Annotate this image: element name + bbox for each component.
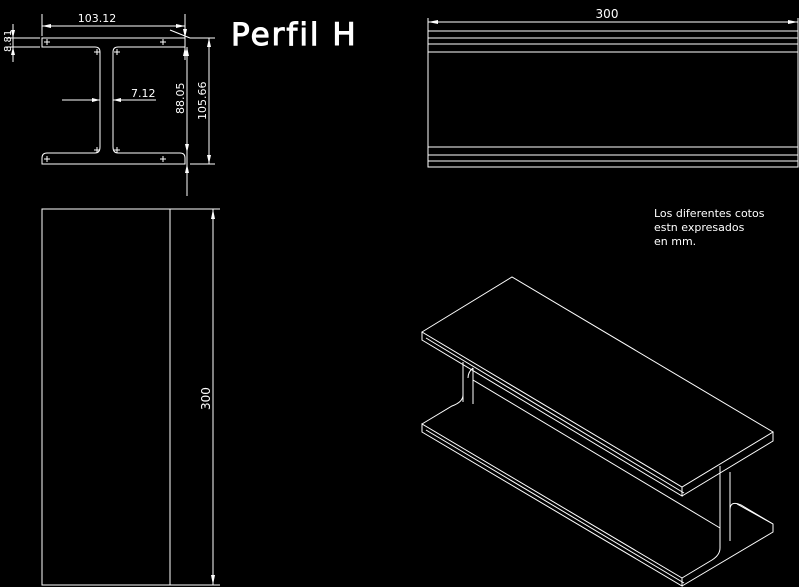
dim-overall-height: 105.66: [190, 37, 215, 165]
note-line-1: Los diferentes cotos: [654, 207, 765, 220]
section-markers: [44, 39, 166, 162]
drawing-title: Perfil H: [231, 17, 358, 53]
dim-flange-thickness-label: 8.81: [3, 30, 14, 52]
dim-web-thickness: 7.12: [62, 87, 156, 102]
dim-plan-length-label: 300: [596, 7, 619, 21]
plan-view: 300: [41, 208, 220, 586]
dim-overall-height-label: 105.66: [196, 82, 209, 121]
dim-top-width: 103.12: [41, 12, 186, 36]
dim-side-length-label: 300: [199, 387, 213, 410]
h-cross-section: 103.12 8.81 7.12: [3, 12, 215, 196]
units-note: Los diferentes cotos estn expresados en …: [654, 207, 765, 248]
isometric-view: [421, 276, 774, 587]
note-line-3: en mm.: [654, 235, 696, 248]
dim-inner-height-label: 88.05: [174, 83, 187, 115]
dim-flange-thickness: 8.81: [3, 24, 40, 62]
dim-top-width-label: 103.12: [78, 12, 117, 25]
dim-web-thickness-label: 7.12: [131, 87, 156, 100]
dim-inner-height: 88.05: [174, 47, 189, 196]
note-line-2: estn expresados: [654, 221, 745, 234]
side-elevation: 300: [427, 7, 799, 168]
dim-flange-thickness-right: [169, 18, 191, 60]
